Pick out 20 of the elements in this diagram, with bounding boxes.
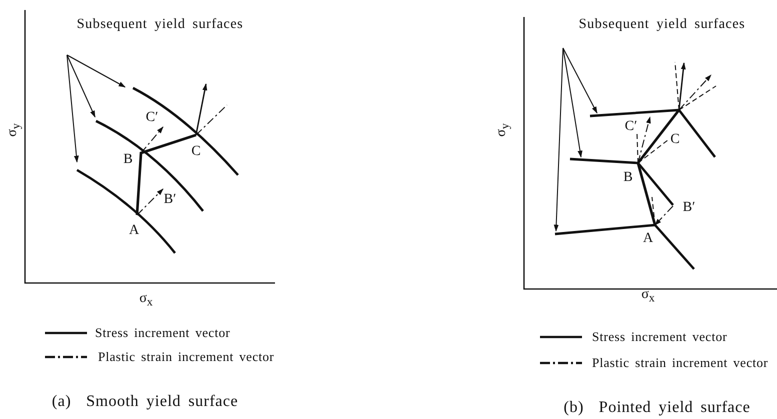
point-label: B — [623, 171, 633, 185]
axis-label: σ$_{x}$ — [641, 288, 655, 304]
axis-label: σ$_{x}$ — [139, 292, 153, 308]
legend-text: Plastic strain increment vector — [98, 350, 276, 364]
point-label: B′ — [682, 201, 696, 215]
point-label: B — [123, 153, 133, 167]
legend-text: Stress increment vector — [95, 326, 232, 340]
plot-title: Subsequent yield surfaces — [578, 18, 746, 32]
point-label: A — [642, 232, 654, 246]
point-label: B′ — [164, 193, 176, 207]
legend-text: Stress increment vector — [592, 330, 728, 344]
point-label: C′ — [146, 111, 158, 125]
caption: (b) Pointed yield surface — [564, 400, 750, 416]
plot-title: Subsequent yield surfaces — [76, 18, 244, 32]
legend-text: Plastic strain increment vector — [592, 356, 770, 370]
caption: (a) Smooth yield surface — [52, 394, 238, 410]
point-label: C — [670, 133, 680, 147]
point-label: A — [128, 224, 140, 238]
point-label: C — [191, 145, 201, 159]
point-label: C′ — [624, 120, 638, 134]
